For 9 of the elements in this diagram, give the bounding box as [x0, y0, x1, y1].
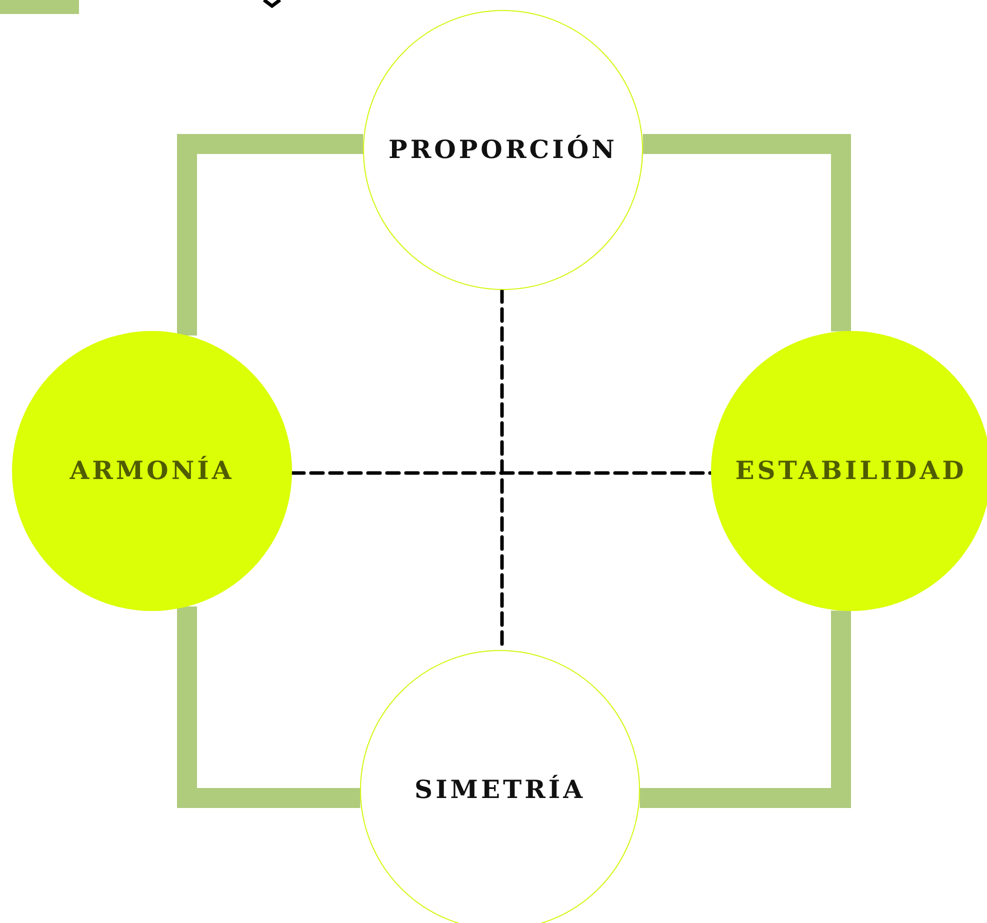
- concept-label: ARMONÍA: [70, 454, 234, 488]
- dashed-connector: [290, 471, 713, 475]
- frame-line: [640, 610, 851, 808]
- concept-label: ESTABILIDAD: [735, 455, 967, 488]
- concept-label: PROPORCIÓN: [388, 134, 618, 166]
- frame-line: [177, 606, 360, 808]
- concept-label: SIMETRÍA: [414, 774, 586, 806]
- frame-line: [177, 134, 364, 336]
- frame-line: [642, 134, 851, 332]
